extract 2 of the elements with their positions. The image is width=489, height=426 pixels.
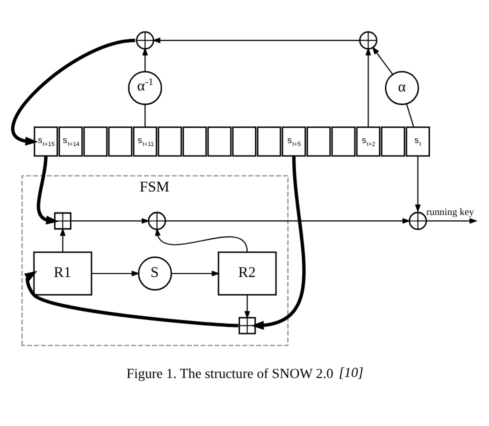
caption: Figure 1. The structure of SNOW 2.0 [10] (126, 366, 364, 382)
edge-label: running key (426, 206, 474, 218)
